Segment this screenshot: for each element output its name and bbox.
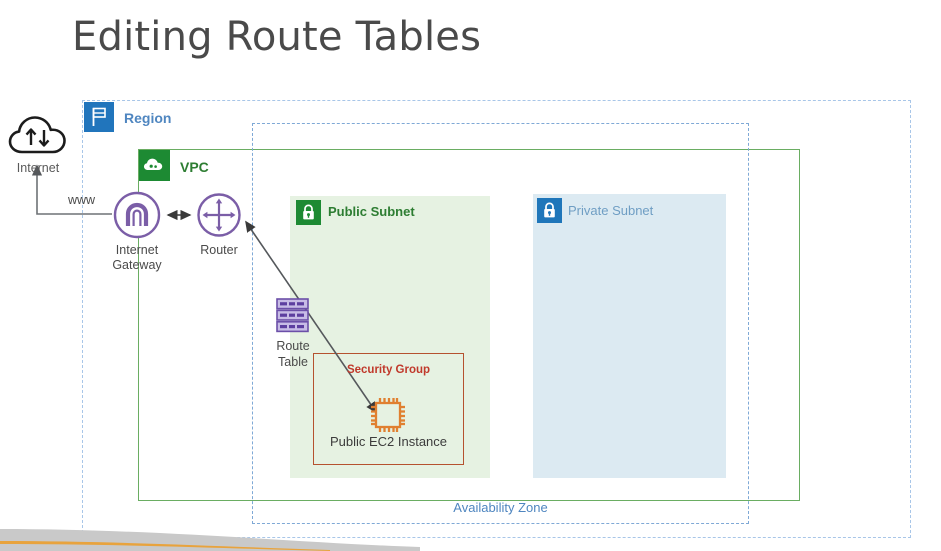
route-table-icon xyxy=(276,298,309,333)
vpc-boundary xyxy=(138,149,800,501)
region-boundary xyxy=(82,100,911,538)
ec2-instance-label: Public EC2 Instance xyxy=(329,434,448,449)
cpu-chip-icon xyxy=(365,392,411,438)
lock-icon xyxy=(537,198,562,223)
lock-icon xyxy=(296,200,321,225)
router-icon xyxy=(196,192,242,238)
internet-gateway-label: Internet Gateway xyxy=(97,243,177,273)
www-label: www xyxy=(68,193,96,207)
route-table-label-line2: Table xyxy=(278,355,308,369)
security-group-label: Security Group xyxy=(346,364,431,376)
public-subnet-label: Public Subnet xyxy=(328,204,415,219)
private-subnet-area xyxy=(533,194,726,478)
internet-gateway-label-line1: Internet xyxy=(115,243,159,257)
internet-label: Internet xyxy=(16,161,60,175)
region-label: Region xyxy=(124,110,172,126)
cloud-icon xyxy=(139,150,170,181)
vpc-label: VPC xyxy=(180,159,209,175)
slide-footer-decoration xyxy=(0,529,420,551)
availability-zone-label: Availability Zone xyxy=(453,500,548,515)
private-subnet-label: Private Subnet xyxy=(568,203,654,218)
internet-cloud-icon xyxy=(6,112,68,158)
router-label: Router xyxy=(200,243,238,257)
internet-gateway-icon xyxy=(112,190,162,240)
internet-gateway-label-line2: Gateway xyxy=(112,258,162,272)
route-table-label: Route Table xyxy=(262,338,324,370)
flag-icon xyxy=(84,102,114,132)
route-table-label-line1: Route xyxy=(276,339,310,353)
page-title: Editing Route Tables xyxy=(72,14,482,60)
